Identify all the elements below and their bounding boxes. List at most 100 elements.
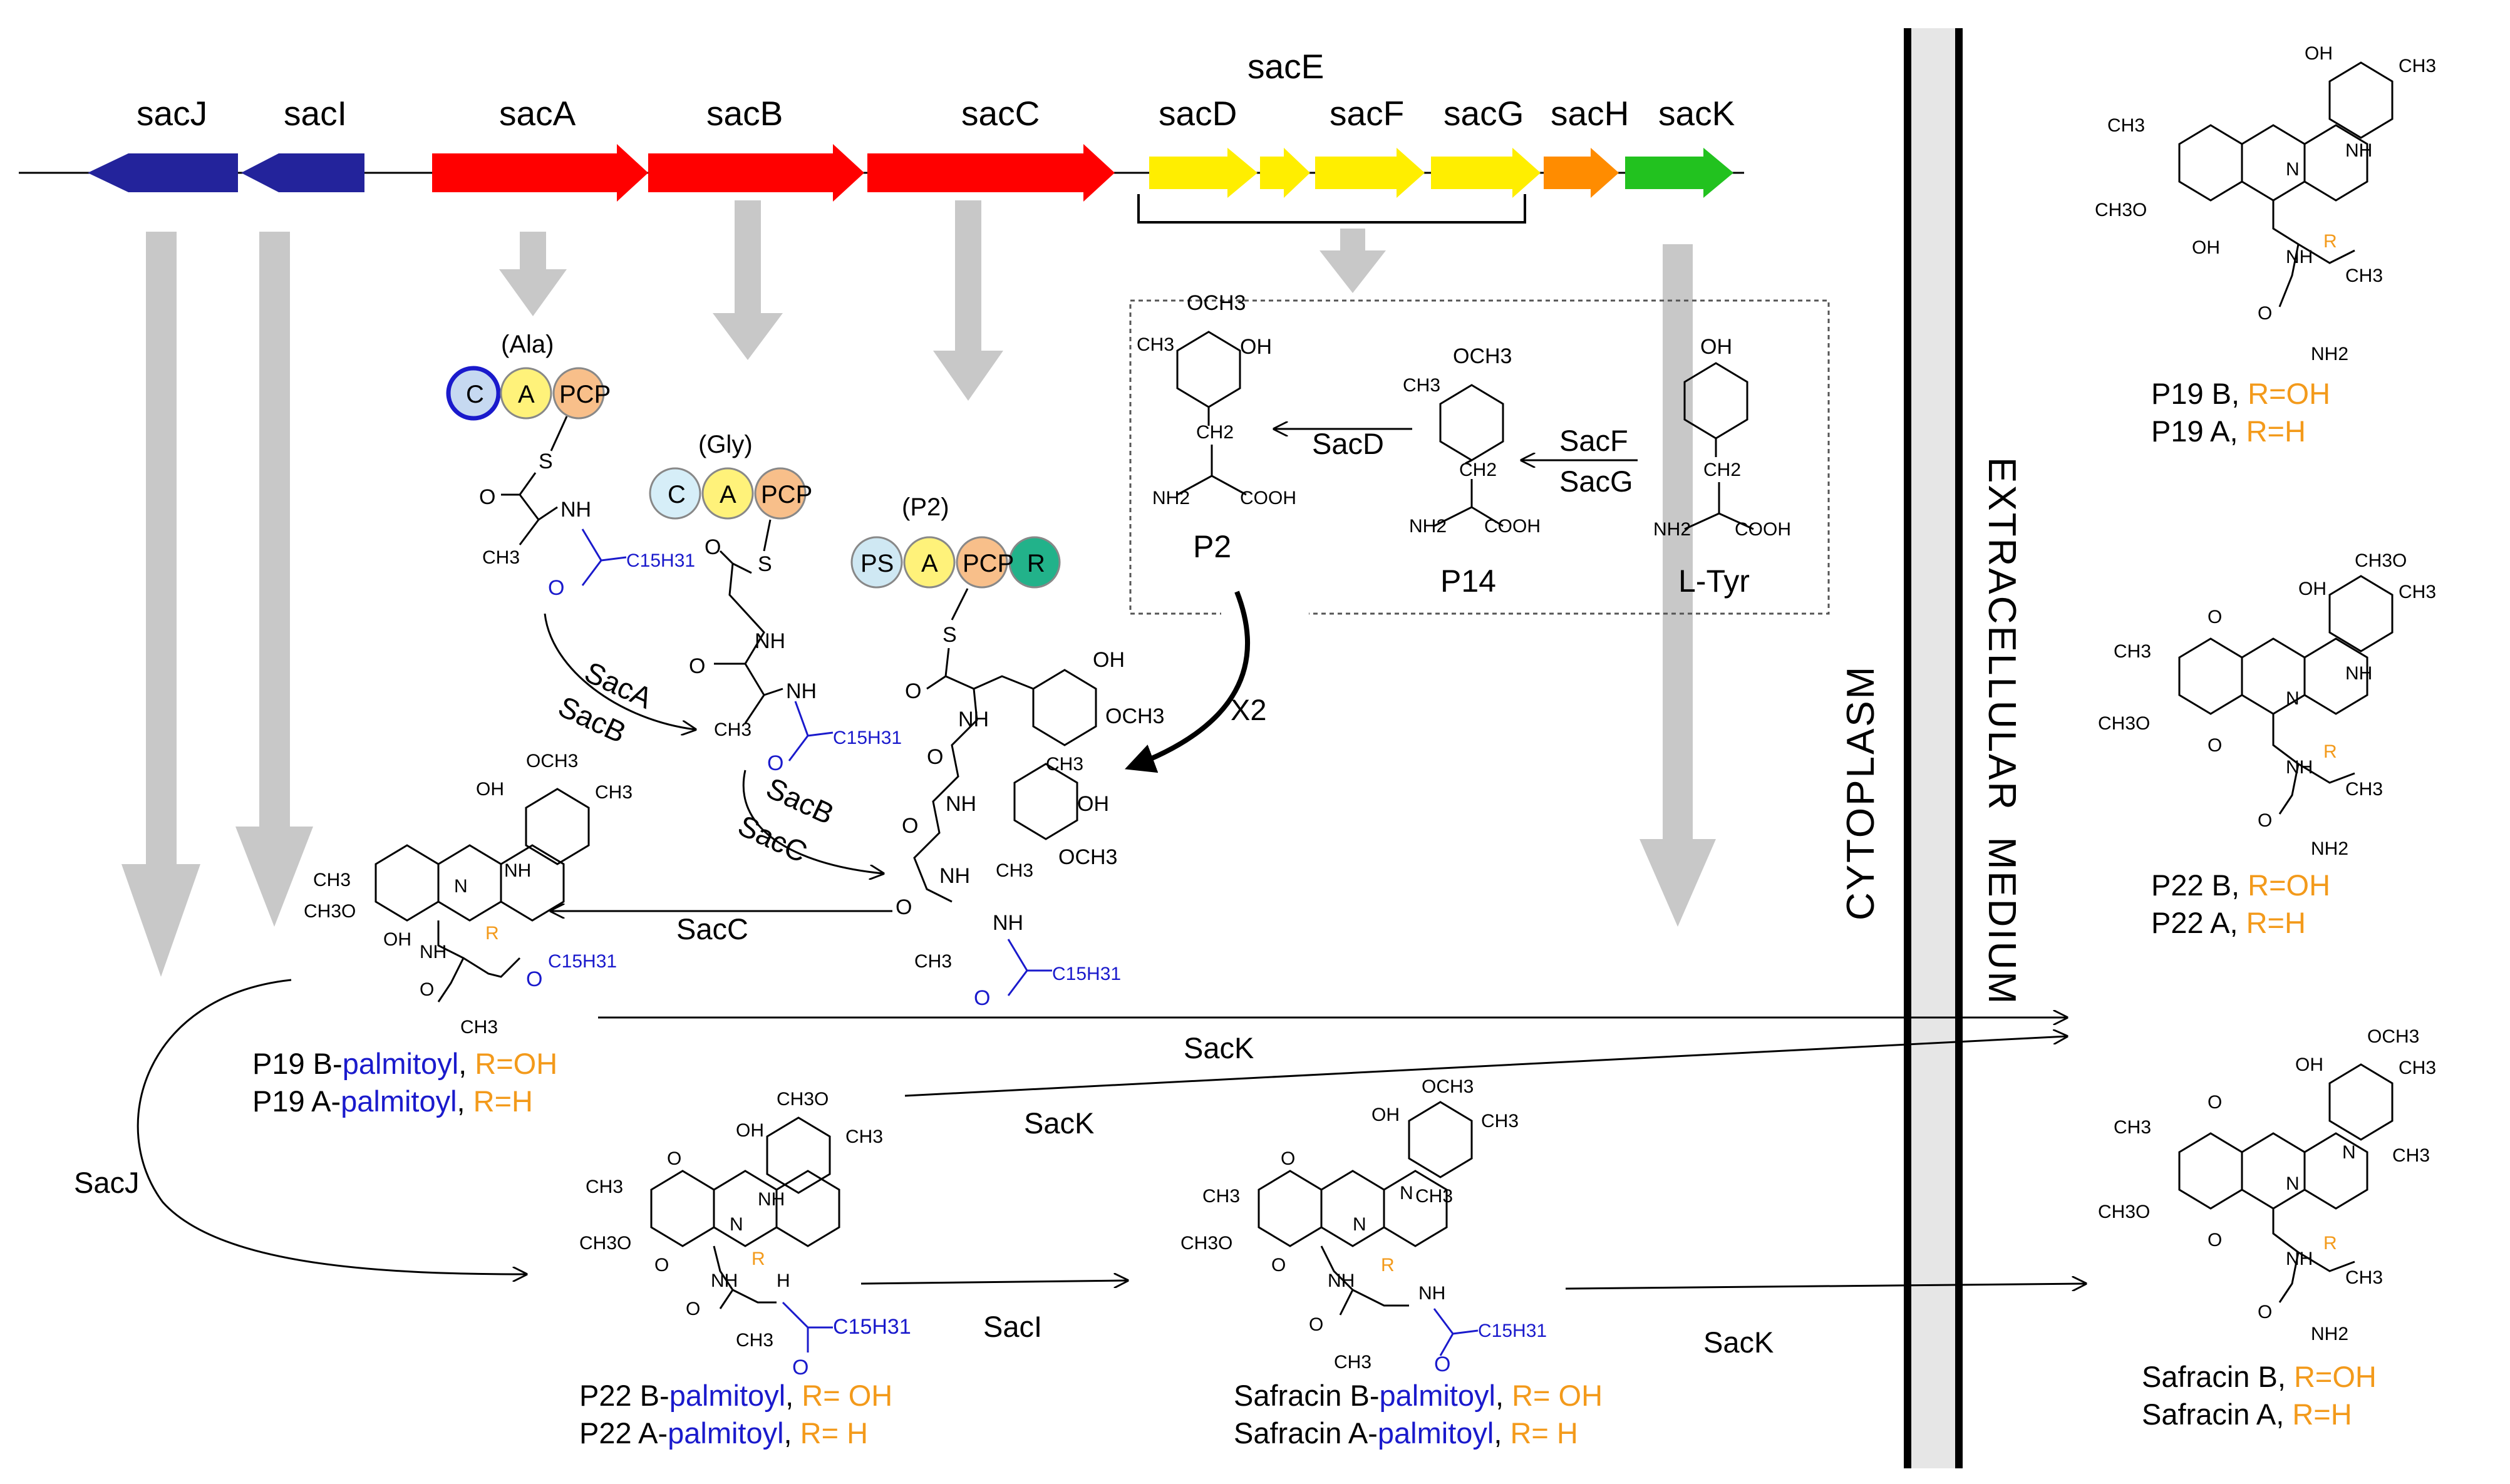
svg-text:CH3: CH3 [586,1177,623,1197]
gene-sacE-arrow [1260,148,1310,198]
svg-text:P22 A, R=H: P22 A, R=H [2151,906,2306,939]
svg-text:R: R [485,923,499,944]
svg-text:O: O [548,576,564,600]
module-ala: (Ala) C A PCP [446,331,611,421]
p14-label: P14 [1440,564,1496,599]
svg-text:NH: NH [758,1189,785,1210]
ala-thioester: S O NH CH3 O C15H31 [479,416,695,600]
svg-text:O: O [2208,1230,2222,1250]
enzyme-sacJ: SacJ [74,1166,140,1199]
svg-text:OH: OH [1371,1105,1400,1125]
svg-text:PCP: PCP [963,550,1014,577]
svg-text:OH: OH [476,779,504,800]
svg-text:CH3: CH3 [1403,375,1440,396]
svg-text:R: R [751,1249,765,1269]
svg-text:O: O [705,535,721,559]
svg-text:N: N [454,876,468,897]
module-p2: (P2) PS A PCP R [850,493,1061,589]
svg-text:S: S [758,552,772,576]
svg-text:COOH: COOH [1240,488,1296,508]
svg-text:CH3O: CH3O [2095,200,2147,220]
svg-text:NH: NH [786,679,817,703]
enzyme-sacK-2: SacK [1024,1106,1094,1140]
svg-text:O: O [1434,1353,1450,1376]
svg-text:OH: OH [2192,237,2220,258]
svg-text:OCH3: OCH3 [2367,1026,2419,1047]
gene-label-sacC: sacC [961,94,1040,133]
svg-text:CH3: CH3 [460,1017,498,1038]
p2-gly-ala-thioester: S O NH O NH O NH O NH CH3 OH OCH3 CH3 OH… [896,588,1164,1010]
svg-text:CH3O: CH3O [2355,550,2407,571]
svg-text:NH: NH [2286,1249,2313,1269]
svg-text:NH: NH [711,1270,738,1291]
svg-text:A: A [720,481,736,508]
svg-text:OH: OH [383,929,411,950]
svg-text:NH: NH [939,864,970,888]
svg-text:C15H31: C15H31 [1478,1321,1547,1341]
svg-text:O: O [792,1356,808,1379]
p19-final-structure: OH CH3 CH3 CH3O OH NH N R NH O CH3 NH2 P… [2095,43,2436,448]
svg-text:O: O [2258,810,2272,831]
svg-text:NH: NH [755,629,785,653]
svg-text:CH3: CH3 [2392,1145,2430,1166]
cell-membrane [1904,28,1963,1468]
svg-text:N: N [1400,1183,1413,1203]
svg-text:H: H [777,1270,790,1291]
svg-text:CH3: CH3 [1334,1352,1371,1373]
svg-text:R: R [2323,741,2337,762]
svg-text:OH: OH [2298,579,2327,599]
svg-text:NH: NH [2286,757,2313,778]
svg-text:NH: NH [993,911,1023,935]
module-ala-label: (Ala) [501,331,554,358]
svg-text:CH3O: CH3O [2098,713,2150,734]
svg-text:O: O [2208,607,2222,627]
svg-text:O: O [2258,1302,2272,1322]
enzyme-sacK-1: SacK [1184,1031,1254,1064]
gene-sacC-arrow [867,144,1115,202]
gene-label-sacJ: sacJ [137,94,207,133]
svg-text:O: O [479,485,495,509]
p19-palmitoyl-structure: OH OCH3 CH3 CH3 CH3O OH NH N R NH O CH3 … [252,751,633,1118]
svg-text:CH3: CH3 [595,782,633,803]
svg-text:C15H31: C15H31 [833,1315,911,1339]
svg-text:O: O [654,1255,669,1275]
svg-text:OCH3: OCH3 [1422,1076,1474,1097]
svg-text:P22 B, R=OH: P22 B, R=OH [2151,868,2330,902]
svg-text:OCH3: OCH3 [1187,291,1246,315]
gene-label-sacK: sacK [1658,94,1735,133]
svg-text:O: O [767,751,783,775]
svg-text:CH3: CH3 [2399,56,2436,76]
svg-text:OCH3: OCH3 [1058,845,1117,869]
reaction-arrows [137,429,2085,1289]
cytoplasm-label: CYTOPLASM [1839,665,1882,920]
svg-text:OH: OH [736,1120,764,1141]
svg-text:N: N [730,1214,743,1235]
svg-text:NH: NH [504,860,531,881]
svg-text:P19 A-palmitoyl, R=H: P19 A-palmitoyl, R=H [252,1085,533,1118]
svg-text:OCH3: OCH3 [1105,704,1164,728]
svg-text:CH2: CH2 [1703,460,1741,480]
enzyme-sacC-2: SacC [676,912,748,946]
svg-text:NH2: NH2 [2311,1324,2348,1344]
gene-label-sacE: sacE [1247,47,1324,86]
svg-text:C15H31: C15H31 [626,550,695,571]
svg-text:NH: NH [1418,1283,1445,1304]
svg-text:NH: NH [1328,1270,1355,1291]
svg-text:NH: NH [946,792,976,816]
svg-text:OH: OH [1240,335,1272,359]
svg-text:N: N [2286,688,2300,709]
module-gly: (Gly) C A PCP [649,431,812,520]
svg-text:NH: NH [560,498,591,522]
svg-text:CH3: CH3 [2114,1117,2151,1138]
svg-text:PS: PS [860,550,894,577]
enzyme-sacI: SacI [983,1310,1042,1343]
svg-text:O: O [420,979,434,1000]
p22-final-structure: OH CH3O CH3 CH3 CH3O O O NH N R NH O CH3… [2098,550,2436,939]
svg-text:Safracin B-palmitoyl, R= OH: Safracin B-palmitoyl, R= OH [1234,1379,1603,1412]
svg-text:CH3: CH3 [2345,779,2383,800]
svg-text:NH: NH [420,942,447,962]
gene-label-sacI: sacI [284,94,347,133]
enzyme-sacF: SacF [1559,424,1628,457]
p22-palmitoyl-structure: OH CH3O CH3 CH3 CH3O O O NH N R NH O CH3… [579,1089,911,1450]
svg-text:CH3O: CH3O [2098,1202,2150,1222]
